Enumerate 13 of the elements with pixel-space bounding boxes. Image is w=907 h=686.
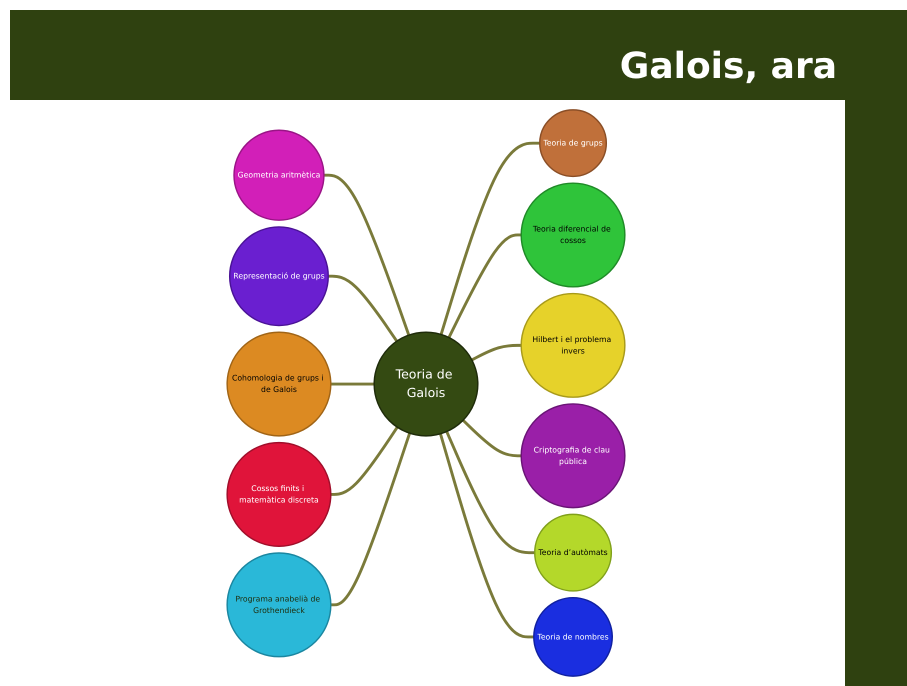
connector [471,344,522,362]
connector [328,274,398,342]
connector [330,432,411,606]
connector [445,430,535,554]
connector [439,433,534,638]
connector [462,419,522,458]
connector [324,174,410,336]
connector [330,426,398,496]
connector [440,142,540,335]
node-circle: Teoria de Galois [373,332,479,437]
connector [448,234,522,338]
title: Galois, ara [620,46,837,87]
connector [330,382,374,386]
